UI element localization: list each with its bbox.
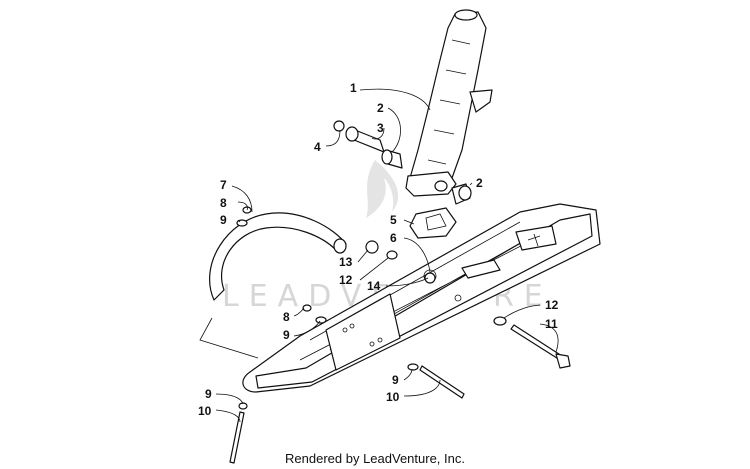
callout-1: 1 [350, 81, 357, 95]
callout-12: 12 [339, 273, 353, 287]
ski-handle [209, 212, 347, 301]
hardware [229, 206, 571, 464]
bushings [333, 120, 472, 205]
callout-11: 11 [545, 317, 558, 331]
saddle [409, 207, 457, 239]
callout-6: 6 [390, 231, 397, 245]
spindle [405, 9, 493, 197]
callout-4: 4 [314, 140, 321, 154]
callout-10: 10 [198, 404, 212, 418]
callout-12: 12 [545, 298, 559, 312]
callout-9: 9 [392, 373, 399, 387]
leader-lines [199, 88, 559, 423]
callout-9: 9 [283, 328, 290, 342]
callout-7: 7 [220, 178, 227, 192]
callout-9: 9 [220, 213, 227, 227]
callout-13: 13 [339, 255, 353, 269]
callout-2: 2 [377, 101, 384, 115]
watermark-flame-icon [366, 160, 399, 218]
callout-2: 2 [476, 176, 483, 190]
callout-3: 3 [377, 121, 384, 135]
footer-credit: Rendered by LeadVenture, Inc. [285, 451, 465, 466]
callout-14: 14 [367, 279, 381, 293]
ski [242, 203, 601, 393]
callout-labels: 1 2 3 4 2 7 8 9 5 6 13 12 14 8 9 12 11 9… [198, 81, 559, 418]
callout-5: 5 [390, 213, 397, 227]
callout-8: 8 [220, 196, 227, 210]
callout-8: 8 [283, 310, 290, 324]
callout-10: 10 [386, 390, 400, 404]
callout-9: 9 [205, 387, 212, 401]
